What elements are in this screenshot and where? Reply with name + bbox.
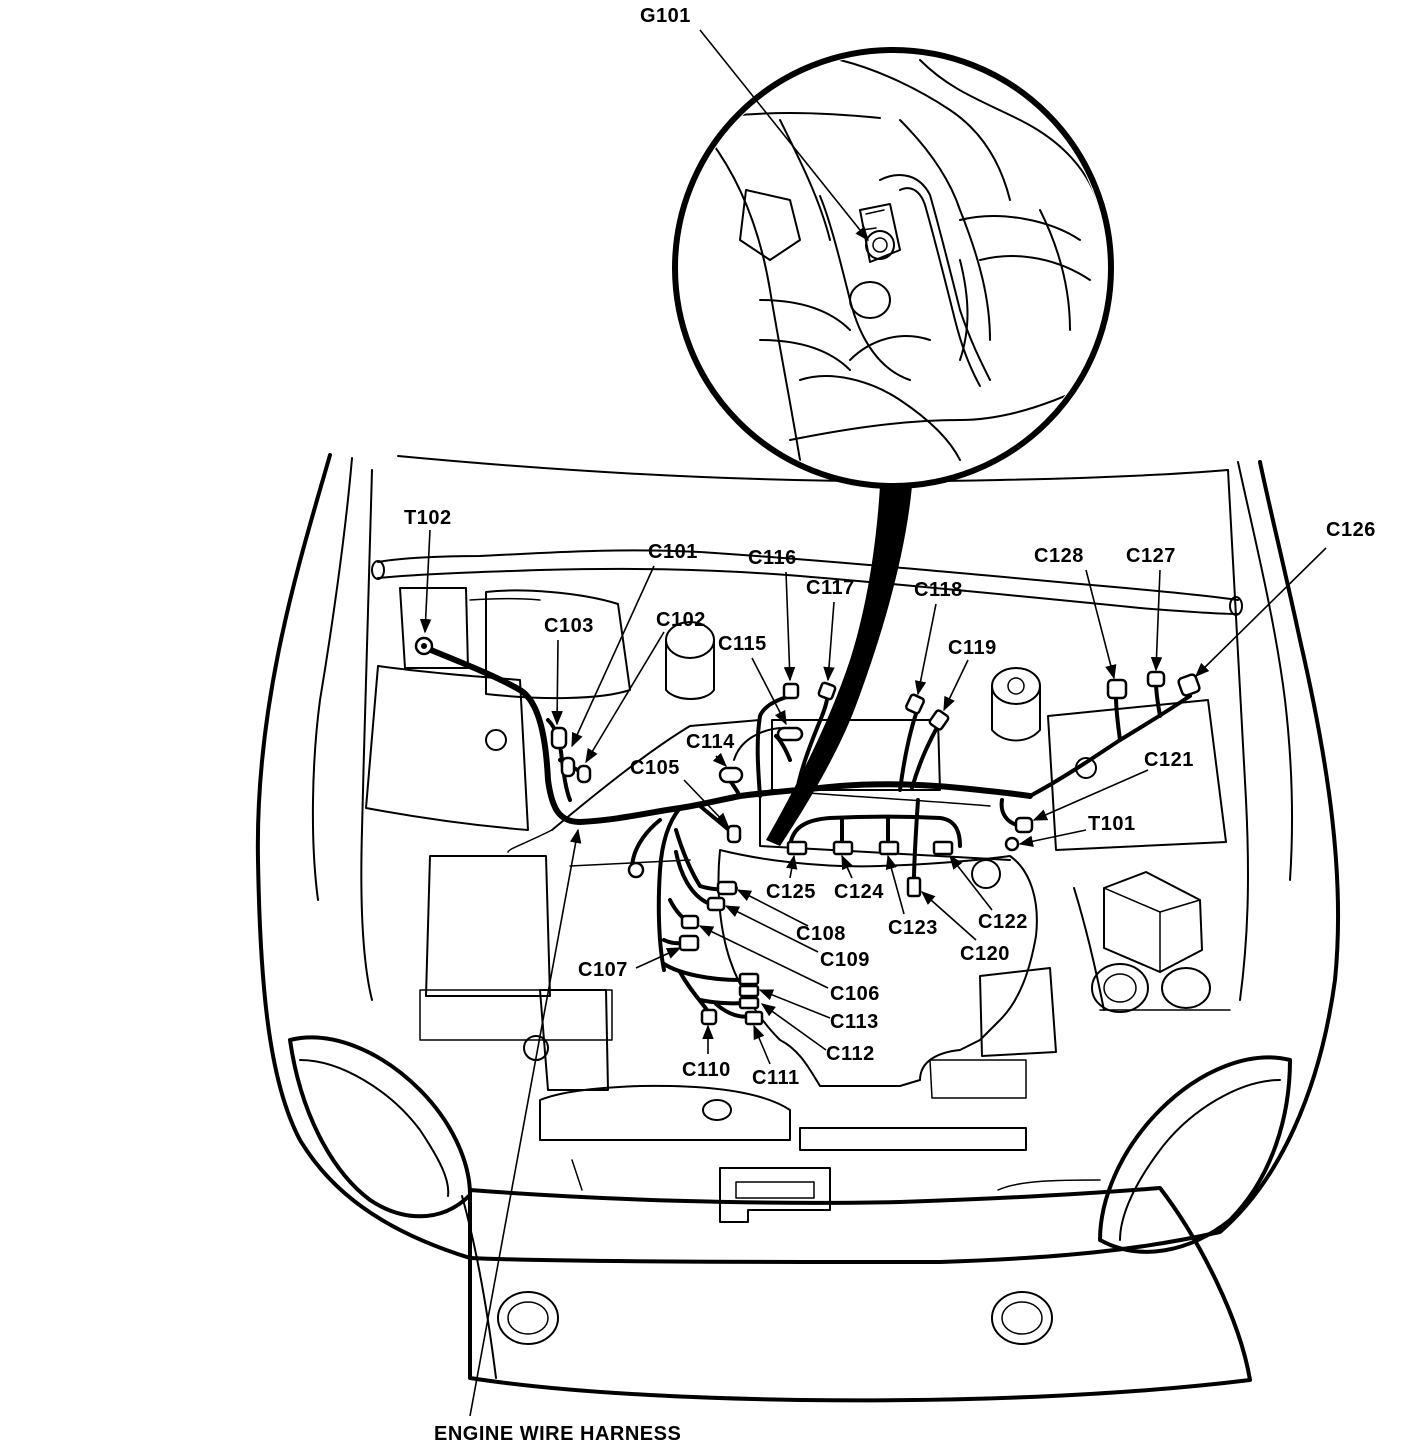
label-c117: C117 — [806, 577, 855, 599]
label-c119: C119 — [948, 637, 997, 659]
label-c114: C114 — [686, 731, 735, 753]
label-c126: C126 — [1326, 519, 1376, 541]
labels: G101 T102 C101 C116 C117 C118 C128 C127 … — [404, 5, 1376, 1445]
label-c118: C118 — [914, 579, 963, 601]
label-c112: C112 — [826, 1043, 875, 1065]
label-c125: C125 — [766, 881, 816, 903]
label-c123: C123 — [888, 917, 938, 939]
label-c106: C106 — [830, 983, 880, 1005]
label-c113: C113 — [830, 1011, 879, 1033]
label-c110: C110 — [682, 1059, 731, 1081]
label-c127: C127 — [1126, 545, 1176, 567]
label-c107: C107 — [578, 959, 628, 981]
label-c124: C124 — [834, 881, 884, 903]
label-c122: C122 — [978, 911, 1028, 933]
label-c108: C108 — [796, 923, 846, 945]
leader-lines — [419, 29, 1327, 1417]
label-t101: T101 — [1088, 813, 1136, 835]
ground-detail-inset — [672, 47, 1114, 846]
label-c102: C102 — [656, 609, 706, 631]
label-c120: C120 — [960, 943, 1010, 965]
label-c109: C109 — [820, 949, 870, 971]
label-c101: C101 — [648, 541, 698, 563]
car-body — [255, 453, 1341, 1403]
label-c121: C121 — [1144, 749, 1194, 771]
label-g101: G101 — [640, 5, 691, 27]
label-c116: C116 — [748, 547, 797, 569]
label-c111: C111 — [752, 1067, 800, 1089]
label-c103: C103 — [544, 615, 594, 637]
connector-plugs — [414, 636, 1201, 1026]
label-t102: T102 — [404, 507, 452, 529]
label-c105: C105 — [630, 757, 680, 779]
label-c115: C115 — [718, 633, 767, 655]
label-engine-wire-harness: ENGINE WIRE HARNESS — [434, 1423, 681, 1445]
label-c128: C128 — [1034, 545, 1084, 567]
